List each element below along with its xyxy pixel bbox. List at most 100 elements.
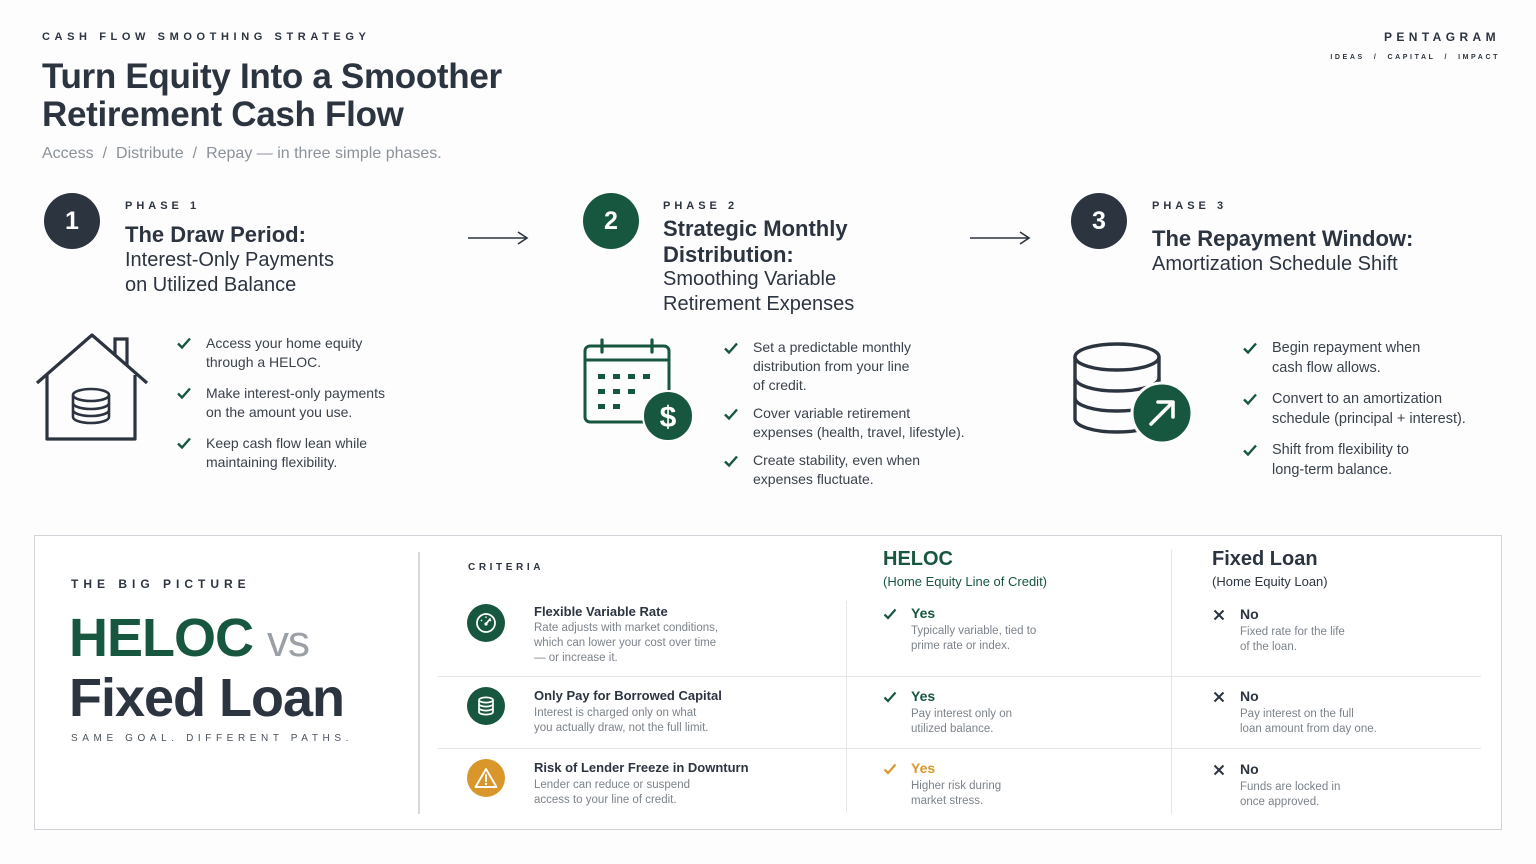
description-line: once approved. — [1240, 796, 1320, 808]
bullet-line: on the amount you use. — [206, 404, 353, 420]
phase-3-bullets: Begin repayment when cash flow allows. C… — [1242, 338, 1512, 491]
description-line: prime rate or index. — [911, 640, 1011, 652]
comparison-eyebrow: THE BIG PICTURE — [71, 577, 251, 591]
description-line: market stress. — [911, 795, 984, 807]
phase-2-label: PHASE 2 — [663, 200, 739, 212]
gauge-icon — [467, 604, 505, 642]
bullet-line: cash flow allows. — [1272, 360, 1381, 376]
heloc-subheader: (Home Equity Line of Credit) — [883, 574, 1048, 589]
list-item: Set a predictable monthly distribution f… — [723, 338, 1003, 395]
list-item: Begin repayment when cash flow allows. — [1242, 338, 1512, 378]
list-item: Convert to an amortization schedule (pri… — [1242, 389, 1512, 429]
phase-3-subtitle: Amortization Schedule Shift — [1152, 253, 1398, 275]
description-line: utilized balance. — [911, 723, 994, 735]
check-icon — [1243, 444, 1257, 457]
description-line: loan amount from day one. — [1240, 723, 1377, 735]
bullet-line: Cover variable retirement — [753, 405, 911, 421]
check-icon — [1243, 342, 1257, 355]
phase-1-subtitle-line-1: Interest-Only Payments — [125, 249, 334, 271]
description-line: Pay interest only on — [911, 708, 1013, 720]
fixed-header: Fixed Loan — [1212, 548, 1318, 570]
answer-value: No — [1240, 688, 1259, 704]
tagline-step-distribute: Distribute — [116, 145, 184, 162]
bullet-line: schedule (principal + interest). — [1272, 411, 1466, 427]
description-line: Rate adjusts with market conditions, — [534, 622, 719, 634]
bullet-line: expenses (health, travel, lifestyle). — [753, 424, 965, 440]
comparison-title-vs: vs — [267, 617, 310, 666]
divider — [438, 676, 1481, 677]
database-icon — [467, 687, 505, 725]
check-icon — [724, 455, 738, 468]
list-item: Cover variable retirement expenses (heal… — [723, 404, 1003, 442]
bullet-line: Access your home equity — [206, 335, 363, 351]
description-line: Typically variable, tied to — [911, 625, 1037, 637]
x-icon — [1213, 609, 1225, 621]
heloc-column-header: HELOC (Home Equity Line of Credit) — [883, 548, 1047, 589]
answer-description: Fixed rate for the life of the loan. — [1240, 625, 1410, 655]
row-2-description: Interest is charged only on what you act… — [534, 706, 749, 736]
arrow-right-icon — [970, 231, 1031, 245]
bullet-line: expenses fluctuate. — [753, 471, 874, 487]
phase-3-number-badge: 3 — [1071, 193, 1127, 249]
list-item: Make interest-only payments on the amoun… — [176, 384, 436, 422]
check-icon — [724, 342, 738, 355]
bullet-line: through a HELOC. — [206, 354, 322, 370]
phase-1-title: The Draw Period: — [125, 222, 306, 247]
bullet-line: Begin repayment when — [1272, 340, 1421, 356]
description-line: Fixed rate for the life — [1240, 626, 1345, 638]
answer-description: Typically variable, tied to prime rate o… — [911, 624, 1081, 654]
check-icon — [883, 763, 897, 775]
bullet-line: distribution from your line — [753, 358, 910, 374]
divider — [846, 601, 847, 813]
tagline-step-access: Access — [42, 145, 94, 162]
comparison-title: HELOC vs Fixed Loan — [69, 610, 345, 726]
description-line: Interest is charged only on what — [534, 707, 697, 719]
tagline-separator: / — [102, 145, 108, 162]
bullet-line: Keep cash flow lean while — [206, 435, 368, 451]
bullet-line: Convert to an amortization — [1272, 391, 1443, 407]
description-line: which can lower your cost over time — [534, 637, 717, 649]
row-1-description: Rate adjusts with market conditions, whi… — [534, 621, 749, 666]
description-line: Higher risk during — [911, 780, 1002, 792]
phase-1-number-badge: 1 — [44, 193, 100, 249]
answer-description: Higher risk during market stress. — [911, 779, 1081, 809]
fixed-subheader: (Home Equity Loan) — [1212, 574, 1328, 589]
phase-2-bullets: Set a predictable monthly distribution f… — [723, 338, 1003, 500]
check-icon — [1243, 393, 1257, 406]
phase-3-title: The Repayment Window: — [1152, 226, 1414, 251]
house-database-icon — [35, 333, 149, 441]
svg-text:$: $ — [660, 401, 677, 434]
bullet-line: long-term balance. — [1272, 462, 1393, 478]
x-icon — [1213, 691, 1225, 703]
answer-value: Yes — [911, 688, 936, 704]
check-icon — [177, 437, 191, 450]
bullet-line: Set a predictable monthly — [753, 339, 911, 355]
x-icon — [1213, 764, 1225, 776]
divider — [438, 748, 1481, 749]
comparison-panel: THE BIG PICTURE HELOC vs Fixed Loan SAME… — [34, 535, 1502, 830]
phase-2-number-badge: 2 — [583, 193, 639, 249]
row-3-title: Risk of Lender Freeze in Downturn — [534, 760, 749, 775]
description-line: Funds are locked in — [1240, 781, 1341, 793]
tagline-step-repay: Repay — [206, 145, 253, 162]
phase-2-subtitle-line-1: Smoothing Variable — [663, 268, 837, 290]
description-line: — or increase it. — [534, 652, 618, 664]
bullet-line: Make interest-only payments — [206, 385, 385, 401]
check-icon — [883, 608, 897, 620]
phase-1-label: PHASE 1 — [125, 200, 201, 212]
answer-value: No — [1240, 606, 1259, 622]
warning-icon — [467, 759, 505, 797]
answer-value: Yes — [911, 760, 936, 776]
bullet-line: maintaining flexibility. — [206, 454, 338, 470]
arrow-right-icon — [468, 231, 529, 245]
page-tagline: Access/Distribute/Repay — in three simpl… — [42, 145, 442, 163]
description-line: access to your line of credit. — [534, 794, 677, 806]
answer-description: Funds are locked in once approved. — [1240, 780, 1410, 810]
fixed-column-header: Fixed Loan (Home Equity Loan) — [1212, 548, 1328, 589]
divider — [418, 552, 420, 814]
divider — [1171, 550, 1172, 814]
tagline-separator: / — [192, 145, 198, 162]
list-item: Shift from flexibility to long-term bala… — [1242, 440, 1512, 480]
phase-2-title-line-2: Distribution: — [663, 242, 794, 267]
brand-logo: PENTAGRAM IDEAS / CAPITAL / IMPACT — [1330, 30, 1500, 61]
